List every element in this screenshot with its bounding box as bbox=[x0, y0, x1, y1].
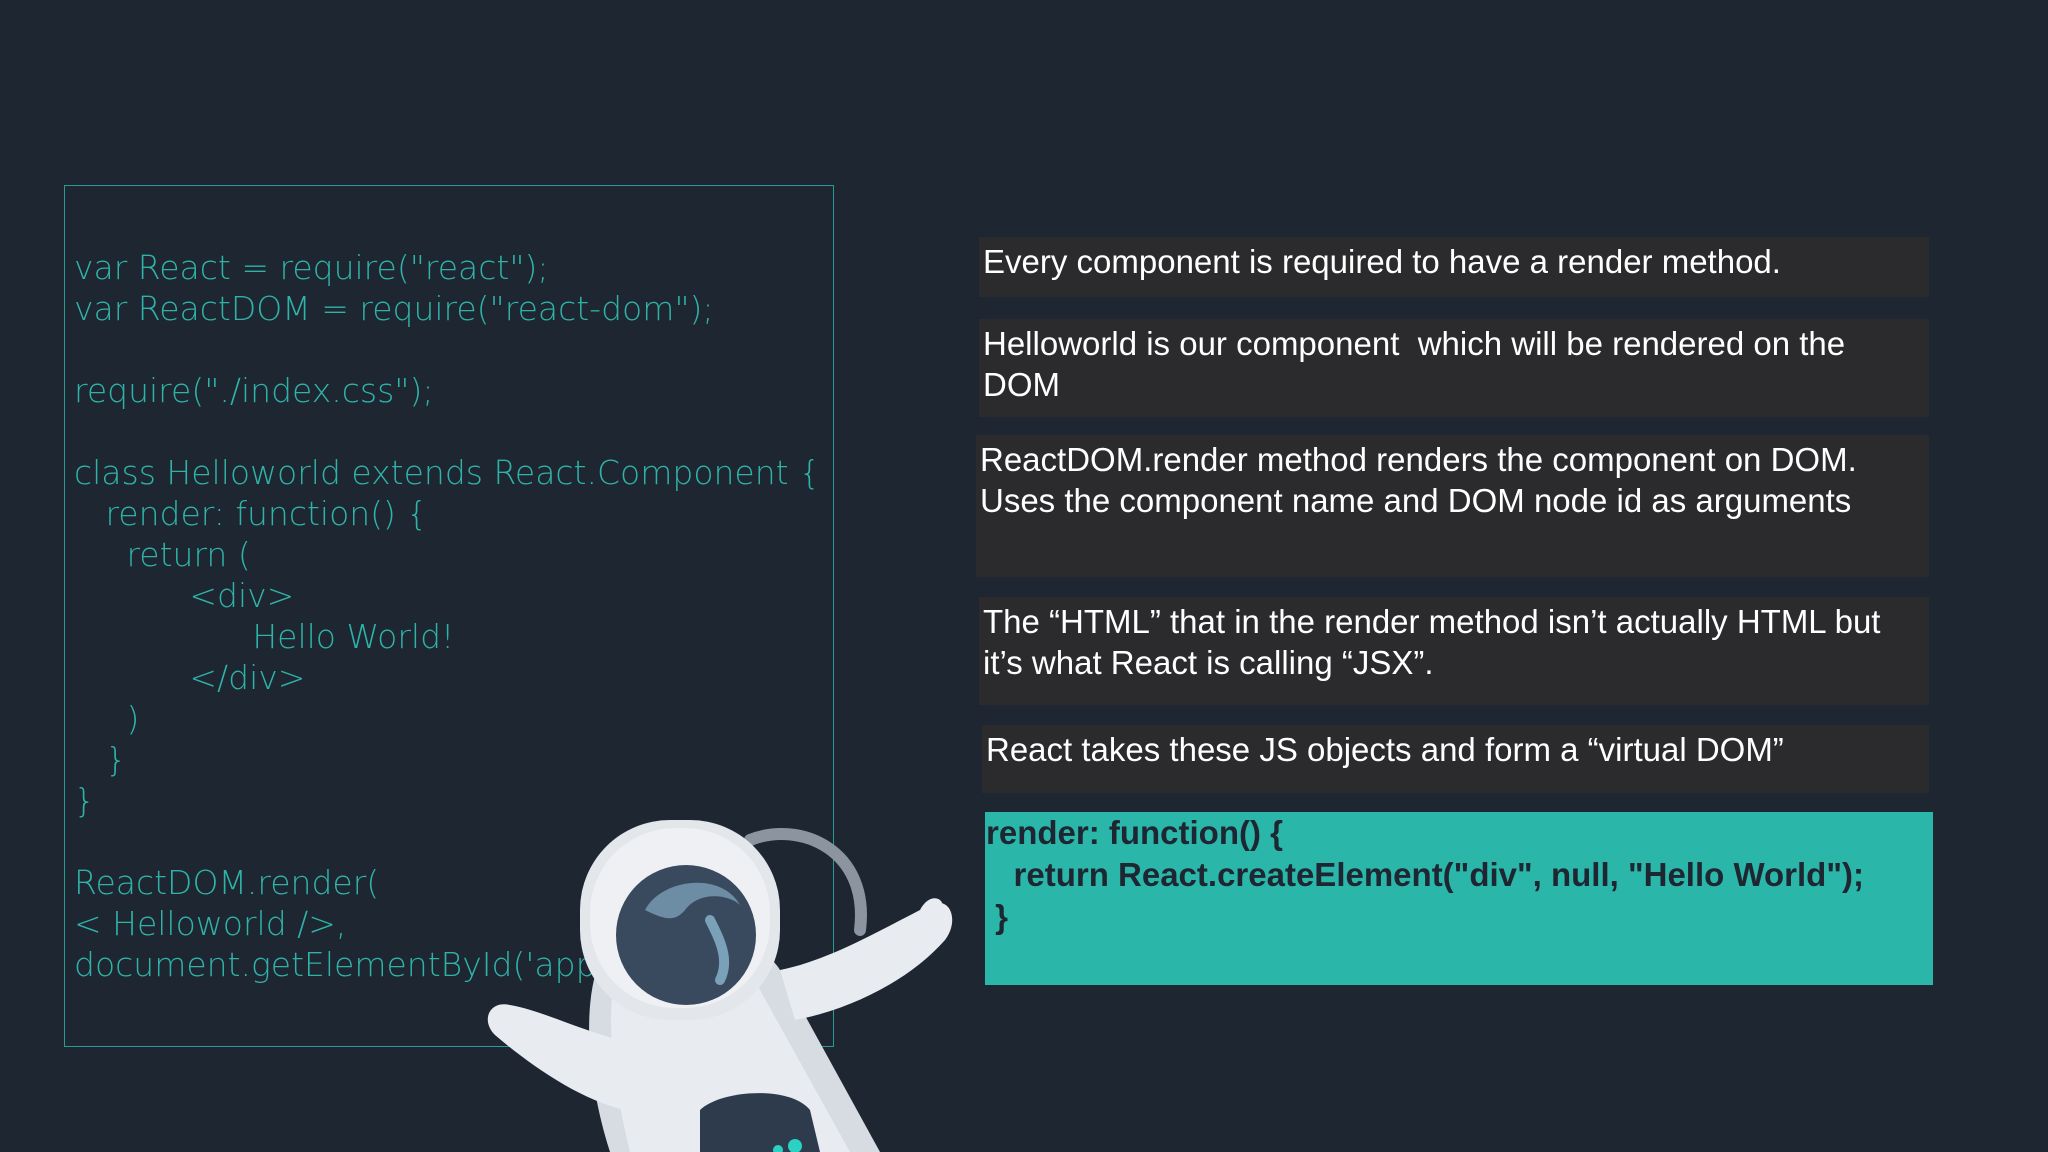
code-line: ) bbox=[74, 699, 140, 738]
code-line: Hello World! bbox=[74, 617, 455, 656]
note-virtual-dom: React takes these JS objects and form a … bbox=[982, 725, 1929, 793]
code-line: return ( bbox=[74, 535, 251, 574]
astronaut-illustration bbox=[487, 820, 953, 1152]
code-line: } bbox=[74, 740, 127, 779]
code-line: var ReactDOM = require("react-dom"); bbox=[74, 289, 714, 328]
highlight-line: return React.createElement("div", null, … bbox=[986, 856, 1864, 893]
note-jsx: The “HTML” that in the render method isn… bbox=[979, 597, 1929, 705]
code-line: var React = require("react"); bbox=[74, 248, 549, 287]
note-text: The “HTML” that in the render method isn… bbox=[983, 603, 1881, 640]
code-line: class Helloworld extends React.Component… bbox=[74, 453, 821, 492]
code-line: </div> bbox=[74, 658, 306, 697]
code-line: render: function() { bbox=[74, 494, 428, 533]
code-line: require("./index.css"); bbox=[74, 371, 434, 410]
highlight-line: } bbox=[986, 898, 1009, 935]
create-element-code-box: render: function() { return React.create… bbox=[985, 812, 1933, 985]
note-text: ReactDOM.render method renders the compo… bbox=[980, 441, 1857, 478]
note-text: Uses the component name and DOM node id … bbox=[980, 482, 1852, 519]
code-line: } bbox=[74, 781, 95, 820]
note-helloworld-component: Helloworld is our component which will b… bbox=[979, 319, 1929, 417]
note-text: Every component is required to have a re… bbox=[983, 243, 1781, 280]
note-render-method: Every component is required to have a re… bbox=[979, 237, 1929, 297]
code-line: < Helloworld />, bbox=[74, 904, 347, 943]
code-panel: var React = require("react"); var ReactD… bbox=[64, 185, 834, 1047]
note-text: it’s what React is calling “JSX”. bbox=[983, 644, 1434, 681]
note-text: DOM bbox=[983, 366, 1060, 403]
note-text: Helloworld is our component which will b… bbox=[983, 325, 1846, 362]
code-line: ReactDOM.render( bbox=[74, 863, 380, 902]
code-line: <div> bbox=[74, 576, 295, 615]
highlight-line: render: function() { bbox=[986, 814, 1283, 851]
note-reactdom-render: ReactDOM.render method renders the compo… bbox=[976, 435, 1929, 577]
note-text: React takes these JS objects and form a … bbox=[986, 731, 1784, 768]
code-line: document.getElementById('app')); bbox=[74, 945, 643, 984]
